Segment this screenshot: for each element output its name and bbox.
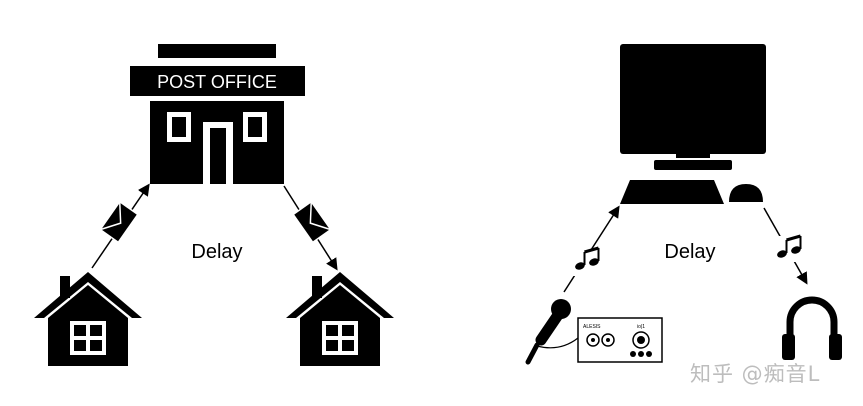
computer-monitor-icon xyxy=(620,44,766,172)
keyboard-icon xyxy=(620,180,724,204)
post-office-building: POST OFFICE xyxy=(130,44,305,184)
music-note-icon xyxy=(572,246,602,276)
interface-model-label: io|1 xyxy=(637,324,645,330)
watermark-text: 知乎 @痴音L xyxy=(690,362,821,386)
letter-icon xyxy=(99,200,139,244)
audio-interface-icon: ALESIS io|1 xyxy=(577,317,663,363)
house-sender xyxy=(34,272,142,366)
letter-icon xyxy=(292,200,332,244)
music-note-icon xyxy=(774,234,804,262)
delay-label: Delay xyxy=(664,241,715,263)
post-office-sign: POST OFFICE xyxy=(157,72,277,92)
mouse-icon xyxy=(729,184,763,202)
delay-label: Delay xyxy=(191,241,242,263)
interface-brand-label: ALESIS xyxy=(583,324,601,330)
house-receiver xyxy=(286,272,394,366)
headphones-icon xyxy=(782,296,842,360)
microphone-icon xyxy=(525,299,579,365)
